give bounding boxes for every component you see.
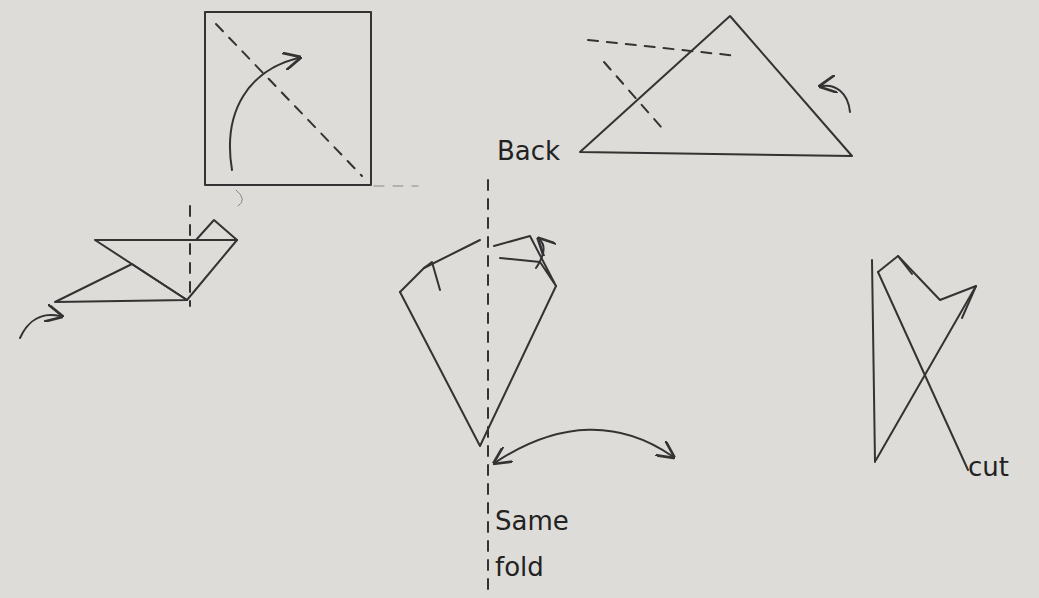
cut-line — [878, 272, 968, 470]
cut-line — [876, 286, 976, 460]
folded-flap — [55, 264, 187, 302]
folded-shape — [95, 240, 237, 300]
fold-line — [189, 206, 191, 306]
fold-arrow — [536, 240, 543, 268]
fold-line — [216, 24, 362, 176]
fold-note: Back — [497, 136, 560, 167]
folded-flap — [196, 220, 237, 240]
ear-flap — [878, 256, 976, 318]
stray-mark — [236, 190, 243, 206]
fold-arrow — [20, 315, 60, 338]
ear-flap — [898, 256, 912, 274]
fold-arrow — [822, 86, 850, 112]
ear-flap — [424, 262, 440, 290]
paper-triangle — [580, 16, 852, 156]
double-arrow — [496, 430, 672, 462]
folded-shape — [400, 240, 480, 292]
cut-note: cut — [968, 452, 1009, 483]
folded-shape — [872, 260, 875, 462]
fold-arrow — [230, 58, 298, 170]
fold-line — [487, 180, 489, 590]
paper-square — [205, 12, 371, 185]
fold-line — [588, 40, 738, 56]
fold-line — [604, 62, 662, 128]
fold-note: Same fold — [495, 498, 577, 590]
ear-flap — [494, 236, 556, 286]
folded-shape — [400, 286, 556, 446]
stray-mark — [374, 186, 418, 187]
